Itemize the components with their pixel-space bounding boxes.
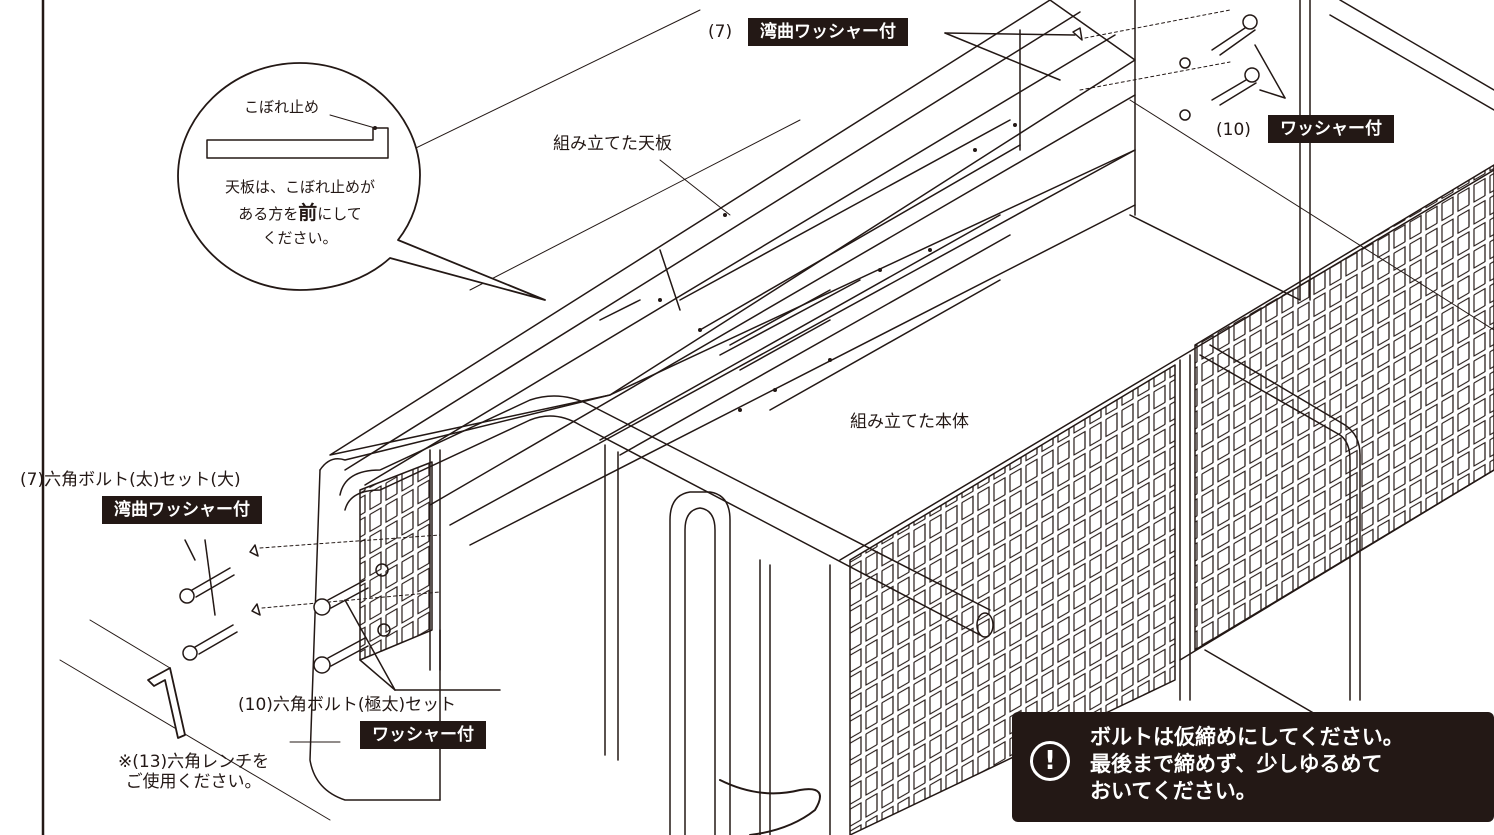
- bolt-icon: [179, 567, 235, 604]
- top-washer-tag: 湾曲ワッシャー付: [748, 18, 908, 46]
- wrench-note-line-1: ※(13)六角レンチを: [118, 752, 270, 772]
- bottom-bolt-tag: ワッシャー付: [360, 721, 486, 749]
- top-part-number: (7): [708, 22, 733, 42]
- bubble-line-1: 天板は、こぼれ止めが: [224, 178, 375, 196]
- tabletop-label: 組み立てた天板: [553, 134, 672, 154]
- bubble-line-2: ある方を前にして: [238, 201, 362, 224]
- spill-guard-diagram: [206, 114, 389, 159]
- bubble-instruction: 天板は、こぼれ止めが ある方を前にして ください。: [195, 176, 405, 250]
- bubble-line-3: ください。: [262, 229, 338, 247]
- right-mesh-panel: [1194, 164, 1494, 651]
- top-bolt-set: [944, 9, 1286, 121]
- right-part-number: (10): [1216, 120, 1251, 140]
- bolt-icon: [313, 637, 369, 674]
- caution-line-3: おいてください。: [1090, 779, 1257, 803]
- wrench-note-line-2: ご使用ください。: [125, 772, 262, 793]
- tabletop-illustration: [329, 0, 1136, 546]
- caution-text: ボルトは仮締めにしてください。 最後まで締めず、少しゆるめて おいてください。: [1090, 724, 1404, 805]
- exclamation-icon: !: [1030, 741, 1070, 781]
- left-bolt-tag: 湾曲ワッシャー付: [102, 496, 262, 524]
- washer-icon: [1179, 57, 1191, 69]
- bottom-bolt-set: [313, 563, 501, 691]
- washer-icon: [375, 563, 389, 577]
- curved-washer-icon: [251, 603, 261, 616]
- left-bolt-set: [179, 534, 441, 661]
- caution-line-2: 最後まで締めず、少しゆるめて: [1090, 752, 1383, 776]
- caution-notice: ! ボルトは仮締めにしてください。 最後まで締めず、少しゆるめて おいてください…: [1012, 712, 1494, 822]
- speech-bubble: [177, 62, 546, 301]
- bolt-icon: [182, 624, 238, 661]
- curved-washer-icon: [1072, 27, 1083, 41]
- curved-washer-icon: [249, 544, 259, 557]
- bolt-icon: [1211, 67, 1260, 106]
- washer-icon: [1179, 109, 1191, 121]
- side-mesh-panel: [359, 461, 433, 661]
- leader-lines: [289, 159, 731, 743]
- rear-frame: [1019, 0, 1494, 301]
- right-washer-tag: ワッシャー付: [1268, 115, 1394, 143]
- spill-guard-label: こぼれ止め: [244, 98, 320, 116]
- wrench-note: ※(13)六角レンチを ご使用ください。: [118, 752, 269, 793]
- bolt-icon: [313, 579, 369, 616]
- left-bolt-name: (7)六角ボルト(太)セット(大): [20, 470, 241, 490]
- body-label: 組み立てた本体: [850, 412, 969, 432]
- hex-wrench-icon: [147, 667, 186, 739]
- caution-line-1: ボルトは仮締めにしてください。: [1090, 725, 1404, 749]
- bolt-icon: [1211, 14, 1258, 56]
- washer-icon: [377, 623, 391, 637]
- bottom-bolt-name: (10)六角ボルト(極太)セット: [238, 695, 457, 715]
